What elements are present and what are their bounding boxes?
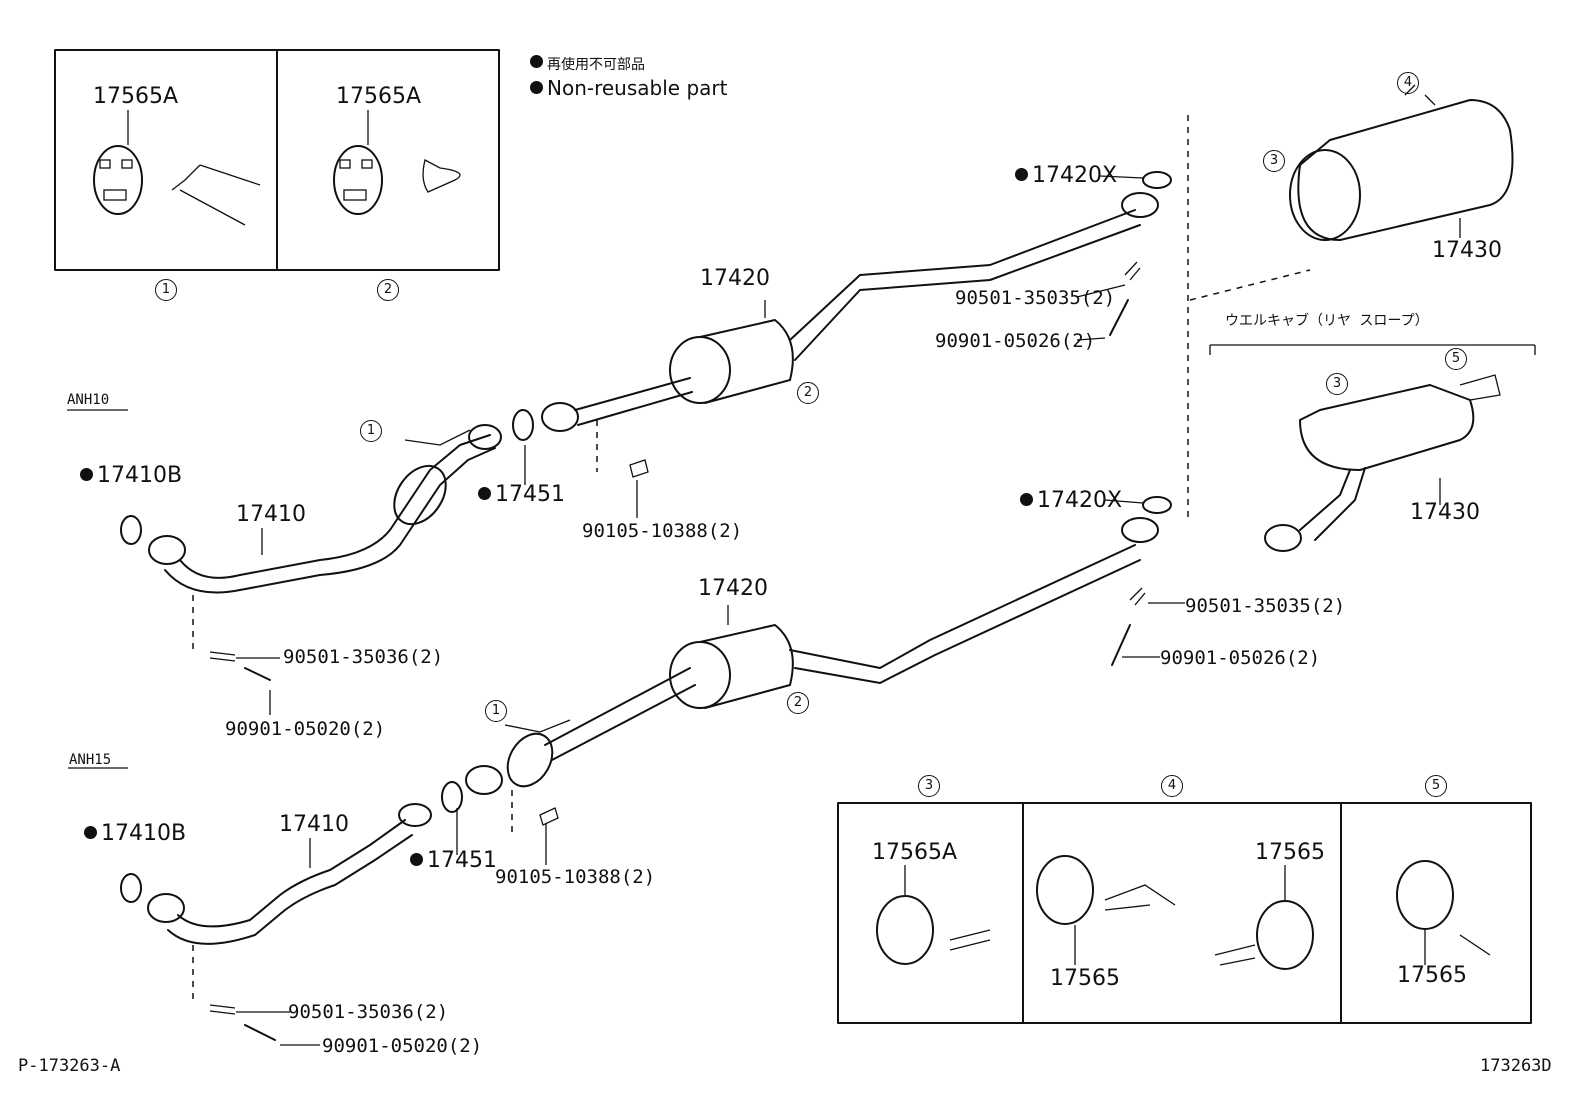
non-reusable-dot [80,468,93,481]
part-17420-anh15: 17420 [698,576,768,601]
callout-2-anh10: 2 [797,382,819,404]
bolt-90901-05020-anh15: 90901-05020(2) [322,1035,483,1057]
part-17420X-anh10: 17420X [1015,165,1117,187]
callout-1-anh10: 1 [360,420,382,442]
callout-4-box: 4 [1161,775,1183,797]
callout-3-muffler: 3 [1263,150,1285,172]
part-17410-anh15: 17410 [279,812,349,837]
part-17410-anh10: 17410 [236,502,306,527]
non-reusable-dot [410,853,423,866]
part-17410B-anh10: 17410B [80,465,182,487]
part-17565A-box3: 17565A [872,840,958,865]
part-17430-standard: 17430 [1432,238,1502,263]
non-reusable-dot [1020,493,1033,506]
bolt-90901-05026-anh15: 90901-05026(2) [1160,647,1321,669]
spring-90501-35035-anh10: 90501-35035(2) [955,287,1116,309]
callout-5-box: 5 [1425,775,1447,797]
part-17420-anh10: 17420 [700,266,770,291]
spring-90501-35036-anh15: 90501-35036(2) [288,1001,449,1023]
part-17430-welcab: 17430 [1410,500,1480,525]
hanger-detail-1 [54,49,500,271]
spring-90501-35035-anh15: 90501-35035(2) [1185,595,1346,617]
bolt-90105-10388-anh10: 90105-10388(2) [582,520,743,542]
callout-4-muffler: 4 [1397,72,1419,94]
anh10-exhaust-assembly [67,171,1172,715]
part-17451-anh15: 17451 [410,850,497,872]
callout-2-anh15: 2 [787,692,809,714]
variant-anh15: ANH15 [69,752,112,768]
legend-jp: 再使用不可部品 [530,55,645,72]
non-reusable-dot [1015,168,1028,181]
part-17565-box4b: 17565 [1255,840,1325,865]
part-17420X-anh15: 17420X [1020,490,1122,512]
legend-dot [530,81,543,94]
non-reusable-dot [478,487,491,500]
legend-en: Non-reusable part [530,78,727,98]
variant-welcab: ウエルキャブ（リヤ スロープ） [1225,313,1429,329]
non-reusable-dot [84,826,97,839]
spring-90501-35036-anh10: 90501-35036(2) [283,646,444,668]
part-17451-anh10: 17451 [478,484,565,506]
legend-dot [530,55,543,68]
variant-anh10: ANH10 [67,392,110,408]
callout-3-welcab: 3 [1326,373,1348,395]
hanger-detail-boxes [837,802,1532,1024]
callout-2-box: 2 [377,279,399,301]
callout-1-anh15: 1 [485,700,507,722]
part-17565A-box2: 17565A [336,84,422,109]
callout-5-welcab: 5 [1445,348,1467,370]
bolt-90901-05020-anh10: 90901-05020(2) [225,718,386,740]
bolt-90105-10388-anh15: 90105-10388(2) [495,866,656,888]
footer-right-code: 173263D [1480,1056,1552,1076]
part-17565-box5: 17565 [1397,963,1467,988]
part-17565-box4a: 17565 [1050,966,1120,991]
callout-3-box: 3 [918,775,940,797]
bolt-90901-05026-anh10: 90901-05026(2) [935,330,1096,352]
footer-left-code: P-173263-A [18,1056,121,1076]
rear-muffler-group [1187,84,1536,552]
callout-1-box: 1 [155,279,177,301]
anh15-exhaust-assembly [68,496,1185,1046]
part-17565A-box1: 17565A [93,84,179,109]
part-17410B-anh15: 17410B [84,823,186,845]
